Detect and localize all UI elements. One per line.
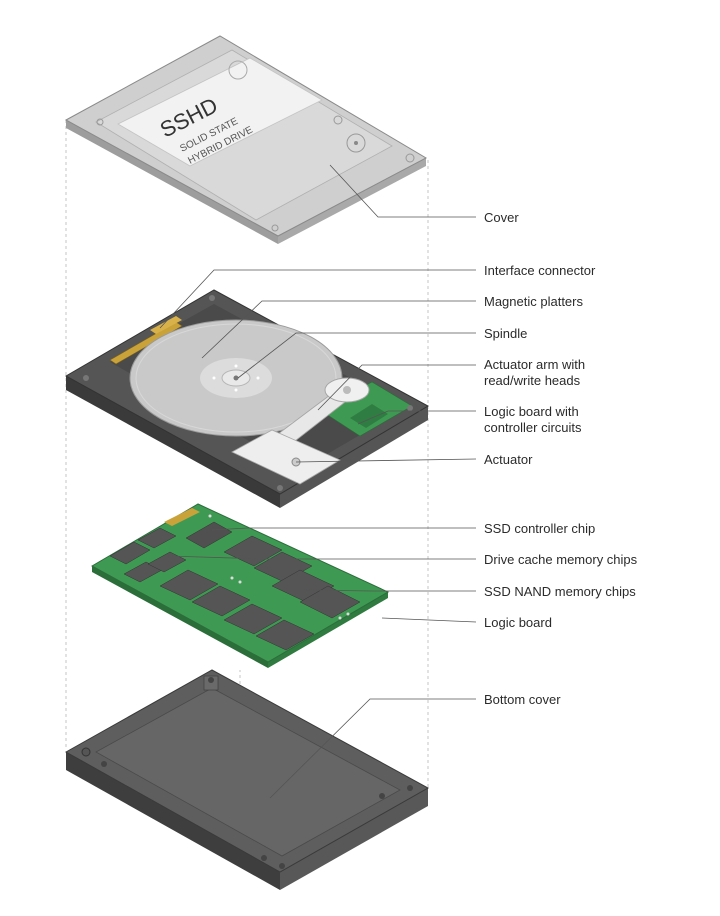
labels: Cover Interface connector Magnetic platt… <box>484 210 638 707</box>
bottom-cover-part <box>64 669 430 890</box>
label-bottom-cover: Bottom cover <box>484 692 561 707</box>
label-magnetic-platters: Magnetic platters <box>484 294 583 309</box>
ssd-logic-board-part <box>90 503 390 668</box>
label-drive-cache-chips: Drive cache memory chips <box>484 552 638 567</box>
label-ssd-nand-chips: SSD NAND memory chips <box>484 584 636 599</box>
drive-cache-chips <box>109 527 187 583</box>
label-interface-connector: Interface connector <box>484 263 596 278</box>
label-cover: Cover <box>484 210 519 225</box>
alignment-guides <box>65 120 429 790</box>
hdd-body-part <box>64 289 430 508</box>
label-actuator-arm-line1: Actuator arm with <box>484 357 585 372</box>
actuator-arm <box>269 377 370 449</box>
label-ssd-controller-chip: SSD controller chip <box>484 521 595 536</box>
label-logic-board-ctrl-line1: Logic board with <box>484 404 579 419</box>
interface-connector <box>109 316 183 365</box>
label-actuator: Actuator <box>484 452 533 467</box>
leader-lines <box>159 164 477 799</box>
label-spindle: Spindle <box>484 326 527 341</box>
label-logic-board: Logic board <box>484 615 552 630</box>
label-actuator-arm-line2: read/write heads <box>484 373 581 388</box>
cover-part: SSHD SOLID STATE HYBRID DRIVE <box>64 35 428 244</box>
label-logic-board-ctrl-line2: controller circuits <box>484 420 582 435</box>
ssd-controller-chip <box>164 508 233 549</box>
